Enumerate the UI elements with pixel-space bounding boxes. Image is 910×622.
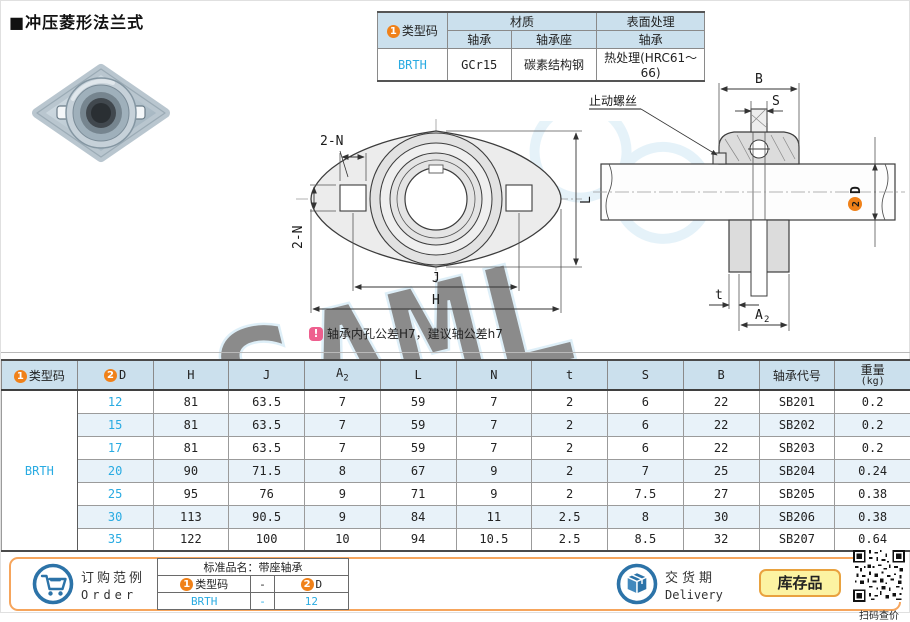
type-code-cell: BRTH	[2, 390, 78, 551]
table-row: BRTH - 12	[158, 593, 349, 610]
grease-screw	[751, 109, 767, 132]
dim-label-a2-sub: 2	[764, 315, 769, 325]
badge-1-icon: 1	[14, 370, 27, 383]
col-header-j: J	[229, 360, 305, 390]
order-dash: -	[251, 576, 274, 593]
spec-material-bearing: GCr15	[447, 49, 511, 82]
badge-1-icon: 1	[180, 578, 193, 591]
col-header-b: B	[683, 360, 759, 390]
qr-caption: 扫码查价	[853, 607, 905, 622]
order-code-value: BRTH	[158, 593, 251, 610]
table-row: 标准品名：带座轴承	[158, 559, 349, 576]
spec-material-header: 材质	[447, 12, 596, 31]
col-header-a2: A2	[305, 360, 381, 390]
product-photo	[21, 61, 181, 165]
stock-badge: 库存品	[759, 569, 841, 597]
col-header-h: H	[153, 360, 229, 390]
cart-icon	[31, 562, 75, 606]
bolt-hole-left	[340, 185, 366, 211]
dim-label-h: H	[432, 293, 440, 308]
dim-label-2n-left: 2-N	[291, 226, 306, 249]
col-header-n: N	[456, 360, 532, 390]
qr-code-block: 扫码查价	[853, 550, 905, 622]
bore-circle	[405, 168, 467, 230]
dim-label-j: J	[432, 271, 440, 286]
shaft-extension	[751, 220, 767, 296]
spec-material-housing: 碳素结构钢	[511, 49, 597, 82]
section-divider	[1, 352, 910, 353]
standard-name: 标准品名：带座轴承	[158, 559, 349, 576]
col-header-weight: 重量(kg)	[835, 360, 910, 390]
spec-sub-housing: 轴承座	[511, 31, 597, 49]
set-screw	[713, 153, 726, 164]
badge-2-icon: 2	[301, 578, 314, 591]
dim-label-t: t	[715, 288, 723, 303]
front-view-drawing: 2-N 2-N L J H	[284, 81, 602, 343]
dim-label-2n-top: 2-N	[320, 134, 343, 149]
dim-label-d: D	[849, 186, 864, 194]
spec-sub-surface-bearing: 轴承	[597, 31, 705, 49]
bolt-hole-right	[506, 185, 532, 211]
delivery-box-icon	[615, 562, 659, 606]
col-header-code: 轴承代号	[759, 360, 835, 390]
badge-2-icon: 2	[104, 369, 117, 382]
delivery-title: 交货期 Delivery	[665, 567, 723, 602]
badge-1-icon: 1	[387, 25, 400, 38]
order-title: 订购范例 Order	[81, 567, 145, 602]
tolerance-note: ! 轴承内孔公差H7，建议轴公差h7	[309, 325, 503, 342]
exclamation-icon: !	[309, 327, 323, 341]
order-d-value: 12	[274, 593, 348, 610]
note-text: 轴承内孔公差H7，建议轴公差h7	[327, 325, 503, 342]
side-view-drawing: B S 止动螺丝 2 D t A 2	[587, 65, 910, 341]
qr-code-icon	[853, 550, 905, 602]
dim-label-a2: A	[755, 308, 763, 323]
col-header-t: t	[532, 360, 608, 390]
order-dash-value: -	[251, 593, 274, 610]
spec-surface-header: 表面处理	[597, 12, 705, 31]
spec-type-code: BRTH	[378, 49, 448, 82]
col-header-s: S	[608, 360, 684, 390]
dim-label-b: B	[755, 72, 763, 87]
set-screw-label: 止动螺丝	[589, 94, 637, 108]
badge-2-icon: 2	[851, 201, 862, 207]
col-header-l: L	[380, 360, 456, 390]
spec-sub-bearing: 轴承	[447, 31, 511, 49]
page-title: ■冲压菱形法兰式	[9, 9, 144, 33]
dim-label-s: S	[772, 94, 780, 109]
